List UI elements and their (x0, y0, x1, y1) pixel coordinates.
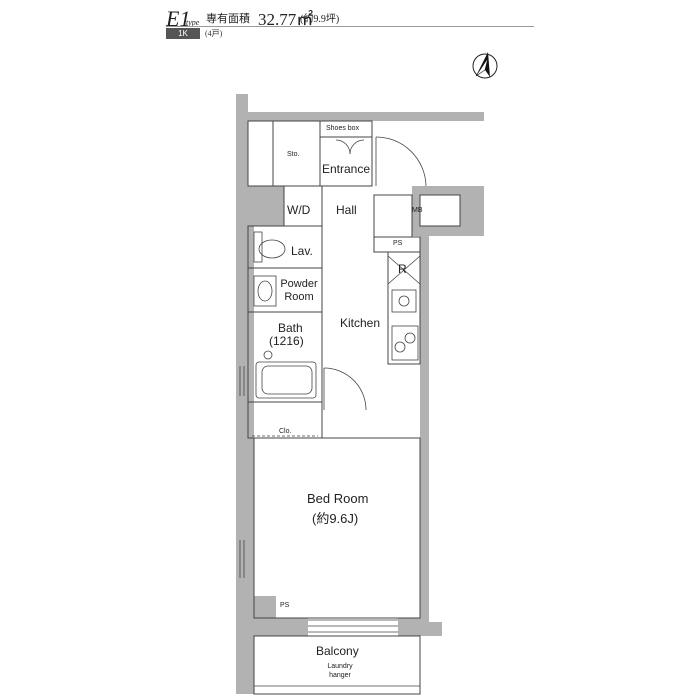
lavatory-label: Lav. (291, 244, 313, 258)
meter-box-label: MB (412, 207, 423, 214)
unit-count: (4戸) (205, 29, 223, 38)
partitions (247, 120, 461, 695)
header-divider (166, 26, 534, 27)
bedroom-size-label: (約9.6J) (312, 511, 359, 526)
powder-room-label: Powder Room (280, 278, 318, 303)
bedroom-label: Bed Room (307, 491, 369, 506)
area-label: 専有面積 (206, 13, 250, 25)
bath-label: Bath (278, 321, 303, 335)
entrance-label: Entrance (322, 162, 371, 176)
fixtures (239, 136, 427, 687)
storage-label: Sto. (287, 151, 300, 158)
unit-type-suffix: type (186, 18, 200, 27)
pipe-space-top-label: PS (393, 240, 403, 247)
area-tsubo: (約9.9坪) (300, 14, 340, 25)
compass-icon (472, 52, 498, 79)
kitchen-label: Kitchen (340, 316, 381, 330)
bath-size-label: (1216) (269, 334, 304, 348)
closet-label: Clo. (279, 428, 292, 435)
shoes-box-label: Shoes box (326, 125, 360, 132)
laundry-hanger-label: Laundry hanger (327, 663, 353, 679)
pipe-space-bottom-label: PS (280, 602, 290, 609)
walk-in-closet-label: W/D (287, 203, 311, 217)
layout-badge: 1K (166, 28, 200, 39)
refrigerator-label: R (398, 262, 407, 276)
walls (236, 94, 484, 694)
balcony-label: Balcony (316, 644, 359, 658)
hall-label: Hall (336, 203, 357, 217)
area-value: 32.77㎡ (258, 10, 314, 29)
